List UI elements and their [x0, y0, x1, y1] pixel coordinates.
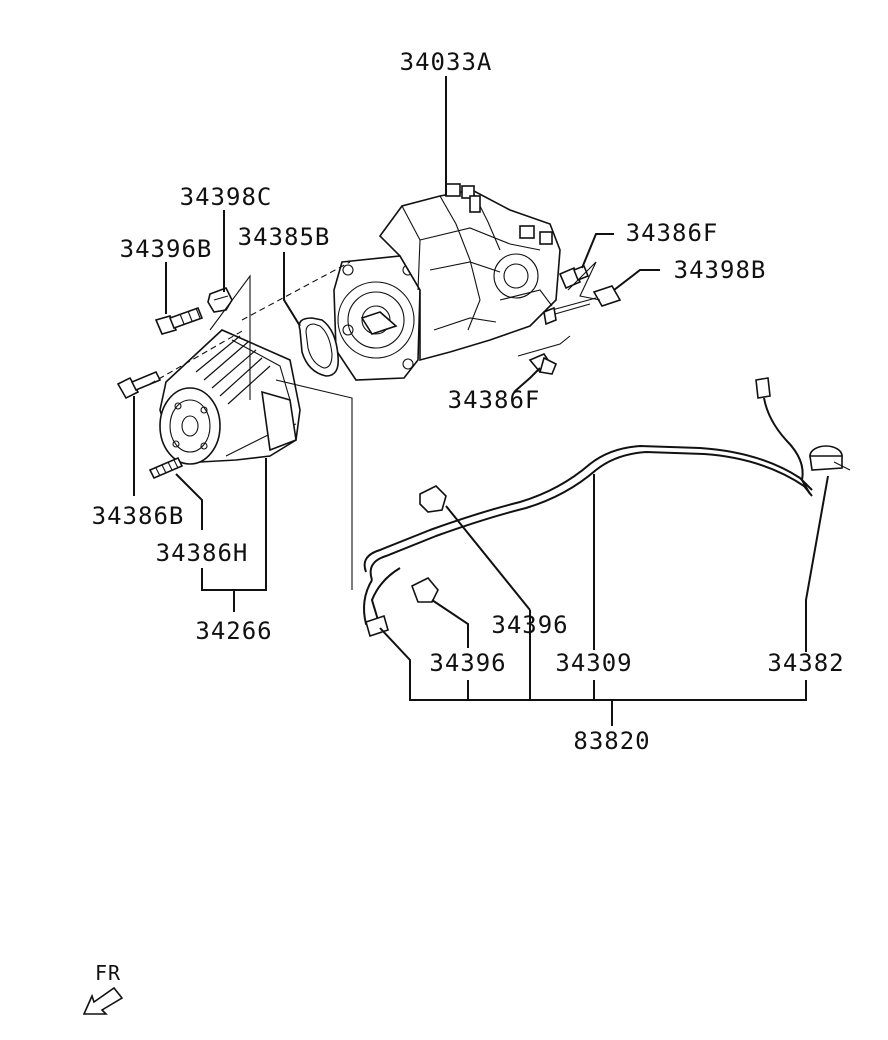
- transfer-case-drawing: [333, 183, 561, 381]
- label-bolt-f-right: 34386F: [626, 219, 719, 247]
- label-clip-upper: 34396: [491, 611, 568, 639]
- bolt-34386f-right-drawing: [558, 264, 590, 290]
- label-direction: FR: [95, 961, 121, 985]
- label-tube-assy: 83820: [573, 727, 650, 755]
- stud-34386h-drawing: [148, 456, 184, 480]
- bolt-34386f-bottom-drawing: [528, 353, 558, 375]
- leader-lines: [133, 76, 829, 726]
- bracket-34398b-drawing: [543, 285, 622, 326]
- label-gasket-b: 34385B: [238, 223, 331, 251]
- label-stud-h: 34386H: [156, 539, 249, 567]
- label-tube: 34309: [555, 649, 632, 677]
- extension-housing-drawing: [159, 329, 301, 465]
- bracket-34398c-drawing: [207, 286, 233, 313]
- label-bolt-b-top: 34396B: [120, 235, 213, 263]
- gasket-drawing: [298, 317, 340, 377]
- bolt-34386b-drawing: [116, 370, 162, 400]
- tube-drawing: [363, 444, 813, 638]
- label-bolt-f-bottom: 34386F: [448, 386, 541, 414]
- bolt-34396b-drawing: [154, 306, 204, 335]
- label-bracket-b: 34398B: [674, 256, 767, 284]
- label-clip-lower: 34396: [429, 649, 506, 677]
- arrow-icon: [82, 986, 124, 1015]
- label-extension-housing: 34266: [195, 617, 272, 645]
- label-transfer-case-assy: 34033A: [400, 48, 493, 76]
- label-sensor: 34382: [767, 649, 844, 677]
- sensor-drawing: [755, 377, 851, 495]
- label-stud-b: 34386B: [92, 502, 185, 530]
- label-bracket-c: 34398C: [180, 183, 273, 211]
- front-direction-indicator: [82, 986, 124, 1015]
